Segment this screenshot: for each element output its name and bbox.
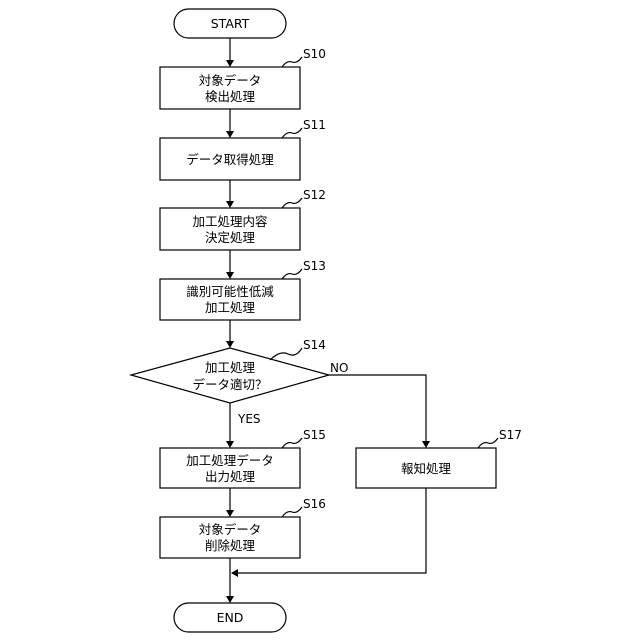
s10-step-id: S10: [303, 47, 326, 61]
start-label: START: [211, 16, 250, 31]
arrowhead-s11: [226, 131, 234, 138]
step-s13: 識別可能性低減 加工処理 S13: [160, 259, 326, 320]
branch-no-label: NO: [330, 361, 348, 375]
s16-line2: 削除処理: [205, 538, 256, 553]
s12-line2: 決定処理: [205, 230, 256, 245]
s13-line2: 加工処理: [205, 300, 256, 315]
end-terminal: END: [174, 603, 286, 632]
arrowhead-s10: [226, 60, 234, 67]
s15-line1: 加工処理データ: [186, 453, 274, 468]
s15-leader: [282, 438, 302, 448]
s15-line2: 出力処理: [205, 469, 256, 484]
s11-leader: [282, 128, 302, 138]
connector-s14-s17: [329, 375, 426, 442]
step-s10: 対象データ 検出処理 S10: [160, 47, 326, 109]
end-label: END: [217, 610, 244, 625]
s10-line1: 対象データ: [199, 73, 262, 88]
branch-yes-label: YES: [237, 412, 261, 426]
step-s12: 加工処理内容 決定処理 S12: [160, 188, 326, 250]
s14-step-id: S14: [303, 338, 326, 352]
decision-s14: 加工処理 データ適切？ S14 NO YES: [131, 338, 348, 426]
s16-line1: 対象データ: [199, 522, 262, 537]
s12-line1: 加工処理内容: [192, 214, 267, 229]
s11-line1: データ取得処理: [186, 152, 274, 167]
s14-line2: データ適切？: [192, 377, 267, 392]
s14-leader: [270, 348, 302, 360]
step-s11: データ取得処理 S11: [160, 118, 326, 180]
step-s16: 対象データ 削除処理 S16: [160, 497, 326, 558]
s13-leader: [282, 269, 302, 279]
arrowhead-s13: [226, 272, 234, 279]
arrowhead-s14: [226, 341, 234, 348]
s14-line1: 加工処理: [205, 360, 256, 375]
s10-leader: [282, 57, 302, 67]
s12-step-id: S12: [303, 188, 326, 202]
s17-step-id: S17: [499, 428, 522, 442]
s13-line1: 識別可能性低減: [186, 284, 274, 299]
arrowhead-merge: [231, 569, 238, 577]
step-s15: 加工処理データ 出力処理 S15: [160, 428, 326, 488]
s17-line1: 報知処理: [401, 461, 452, 476]
arrowhead-s12: [226, 201, 234, 208]
s17-leader: [478, 438, 498, 448]
arrowhead-s15: [226, 441, 234, 448]
s10-line2: 検出処理: [205, 89, 256, 104]
s16-leader: [282, 507, 302, 517]
s16-step-id: S16: [303, 497, 326, 511]
arrowhead-end: [226, 596, 234, 603]
start-terminal: START: [174, 9, 286, 38]
s14-diamond: [131, 348, 329, 403]
arrowhead-s17: [422, 441, 430, 448]
arrowhead-s16: [226, 510, 234, 517]
s15-step-id: S15: [303, 428, 326, 442]
s11-step-id: S11: [303, 118, 326, 132]
s13-step-id: S13: [303, 259, 326, 273]
step-s17: 報知処理 S17: [356, 428, 522, 488]
s12-leader: [282, 198, 302, 208]
